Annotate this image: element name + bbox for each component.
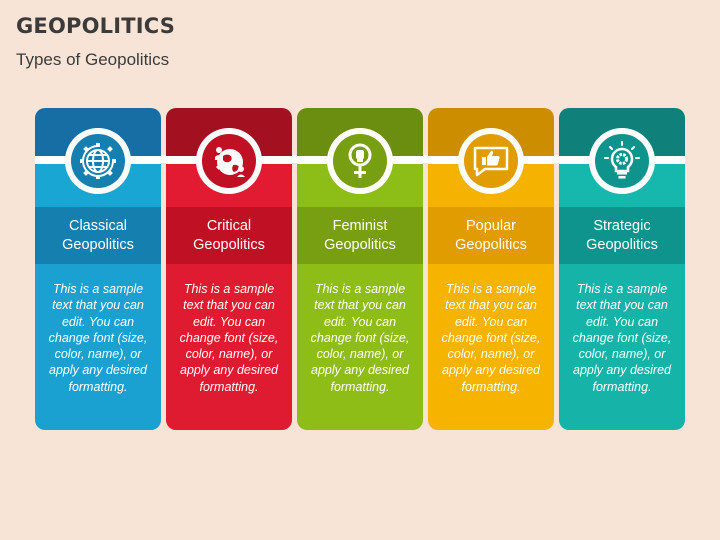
card-strategic: Strategic Geopolitics This is a sample t… bbox=[559, 108, 685, 430]
card-body-text: This is a sample text that you can edit.… bbox=[559, 264, 685, 430]
card-title-line2: Geopolitics bbox=[586, 236, 658, 253]
icon-circle-feminist bbox=[327, 128, 393, 194]
card-title: Strategic Geopolitics bbox=[559, 207, 685, 264]
icon-circle-strategic bbox=[589, 128, 655, 194]
card-body-text: This is a sample text that you can edit.… bbox=[166, 264, 292, 430]
geopolitics-cards: Classical Geopolitics This is a sample t… bbox=[35, 108, 686, 432]
icon-circle-inner bbox=[71, 134, 125, 188]
card-title-line1: Popular bbox=[466, 217, 516, 234]
card-title-line1: Strategic bbox=[593, 217, 651, 234]
card-title: Classical Geopolitics bbox=[35, 207, 161, 264]
icon-circle-inner bbox=[595, 134, 649, 188]
thumbs-up-speech-icon bbox=[473, 146, 509, 177]
card-title-line2: Geopolitics bbox=[324, 236, 396, 253]
card-feminist: Feminist Geopolitics This is a sample te… bbox=[297, 108, 423, 430]
icon-circle-inner bbox=[464, 134, 518, 188]
card-title-line2: Geopolitics bbox=[62, 236, 134, 253]
slide-title: GEOPOLITICS bbox=[16, 14, 176, 38]
card-title-line2: Geopolitics bbox=[455, 236, 527, 253]
card-body-text: This is a sample text that you can edit.… bbox=[35, 264, 161, 430]
globe-gear-icon bbox=[80, 143, 116, 179]
lightbulb-gear-icon bbox=[604, 141, 640, 179]
card-title: Critical Geopolitics bbox=[166, 207, 292, 264]
icon-circle-inner bbox=[202, 134, 256, 188]
card-title-line2: Geopolitics bbox=[193, 236, 265, 253]
card-title-line1: Classical bbox=[68, 217, 127, 234]
icon-circle-inner bbox=[333, 134, 387, 188]
icon-circle-critical bbox=[196, 128, 262, 194]
icon-circle-popular bbox=[458, 128, 524, 194]
female-fist-icon bbox=[348, 143, 372, 178]
card-title-line1: Critical bbox=[206, 217, 252, 234]
card-body-text: This is a sample text that you can edit.… bbox=[428, 264, 554, 430]
slide-subtitle: Types of Geopolitics bbox=[16, 50, 170, 69]
card-title: Popular Geopolitics bbox=[428, 207, 554, 264]
card-title: Feminist Geopolitics bbox=[297, 207, 423, 264]
card-body-text: This is a sample text that you can edit.… bbox=[297, 264, 423, 430]
card-title-line1: Feminist bbox=[332, 217, 388, 234]
globe-people-icon bbox=[215, 147, 245, 177]
icon-circle-classical bbox=[65, 128, 131, 194]
card-critical: Critical Geopolitics This is a sample te… bbox=[166, 108, 292, 430]
